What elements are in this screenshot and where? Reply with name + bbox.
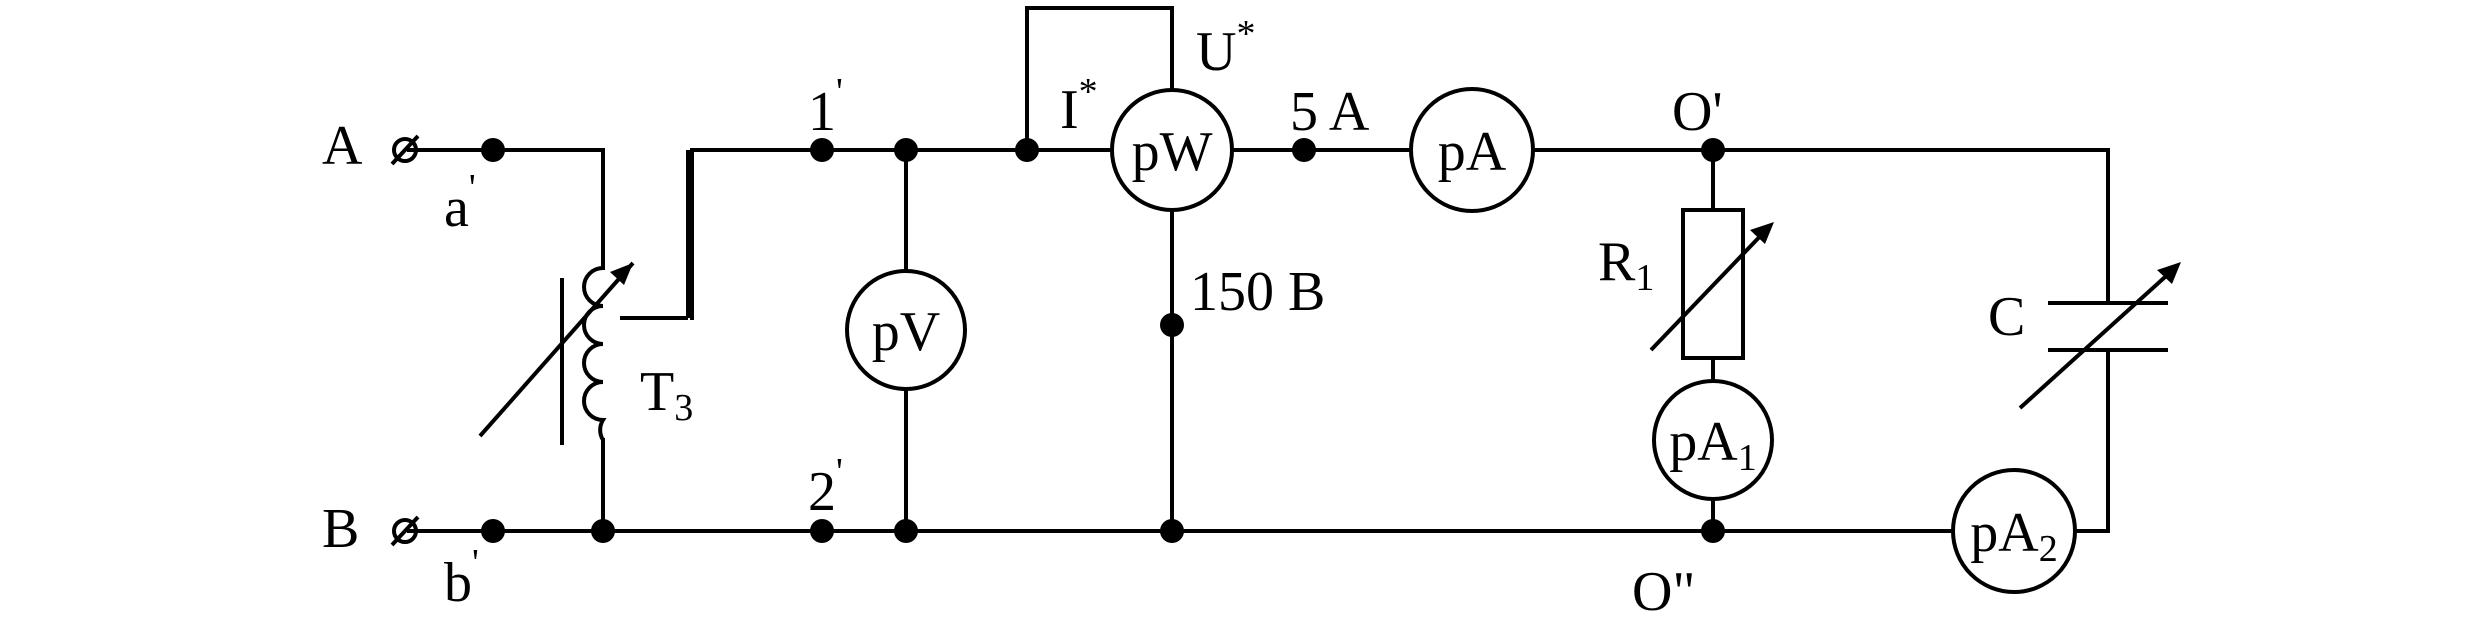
label-voltage-mark: U* [1196, 13, 1255, 83]
label-a: A [322, 115, 363, 177]
ammeter-pa2: pA2 [1951, 468, 2077, 594]
wattmeter-label: pW [1132, 121, 1213, 183]
ammeter-label: pA [1438, 121, 1507, 183]
node-o-bottom [1701, 519, 1725, 543]
voltmeter-label: pV [872, 301, 940, 363]
label-o-bottom: O" [1632, 561, 1695, 618]
label-c: C [1988, 286, 2025, 348]
label-o-top: O' [1672, 81, 1723, 143]
resistor-r1 [1649, 208, 1774, 360]
adjust-arrow-head [2157, 262, 2181, 284]
junction-dots [481, 138, 1725, 543]
label-node-1: 1' [808, 71, 843, 143]
node-b-prime [481, 519, 505, 543]
voltmeter-pv: pV [845, 269, 967, 391]
label-b-prime: b' [444, 542, 479, 614]
label-b: B [322, 498, 359, 560]
capacitor-c [2018, 262, 2181, 410]
label-current-mark: I* [1060, 71, 1098, 141]
label-transformer: T3 [640, 361, 693, 429]
terminal-a [390, 134, 420, 166]
node-a-prime [481, 138, 505, 162]
wattmeter-pw: pW [1110, 88, 1234, 212]
node-voltmeter-top [894, 138, 918, 162]
adjust-arrow-head [610, 263, 633, 285]
ammeter-pa1: pA1 [1652, 379, 1774, 501]
node-current-coil [1015, 138, 1039, 162]
transformer-t3 [478, 150, 690, 445]
node-voltmeter-bottom [894, 519, 918, 543]
ammeter1-label: pA1 [1669, 411, 1756, 479]
node-wattmeter-bottom [1160, 519, 1184, 543]
label-a-prime: a' [444, 167, 476, 239]
label-r1: R1 [1598, 231, 1654, 299]
node-o-top [1701, 138, 1725, 162]
node-2 [810, 519, 834, 543]
label-current-range: 5 A [1290, 81, 1370, 143]
labels: A B a' b' 1' 2' I* U* 5 A 150 B T3 O' O"… [322, 13, 2025, 618]
label-node-2: 2' [808, 451, 843, 523]
node-150v [1160, 313, 1184, 337]
label-voltage-range: 150 B [1190, 261, 1325, 323]
ammeter2-label: pA2 [1970, 502, 2057, 570]
node-1 [810, 138, 834, 162]
terminal-b [390, 515, 420, 547]
node-5a [1292, 138, 1316, 162]
adjust-arrow-head [1750, 222, 1774, 244]
node-transformer-bottom [591, 519, 615, 543]
wires [407, 6, 2110, 533]
ammeter-pa: pA [1409, 87, 1535, 213]
